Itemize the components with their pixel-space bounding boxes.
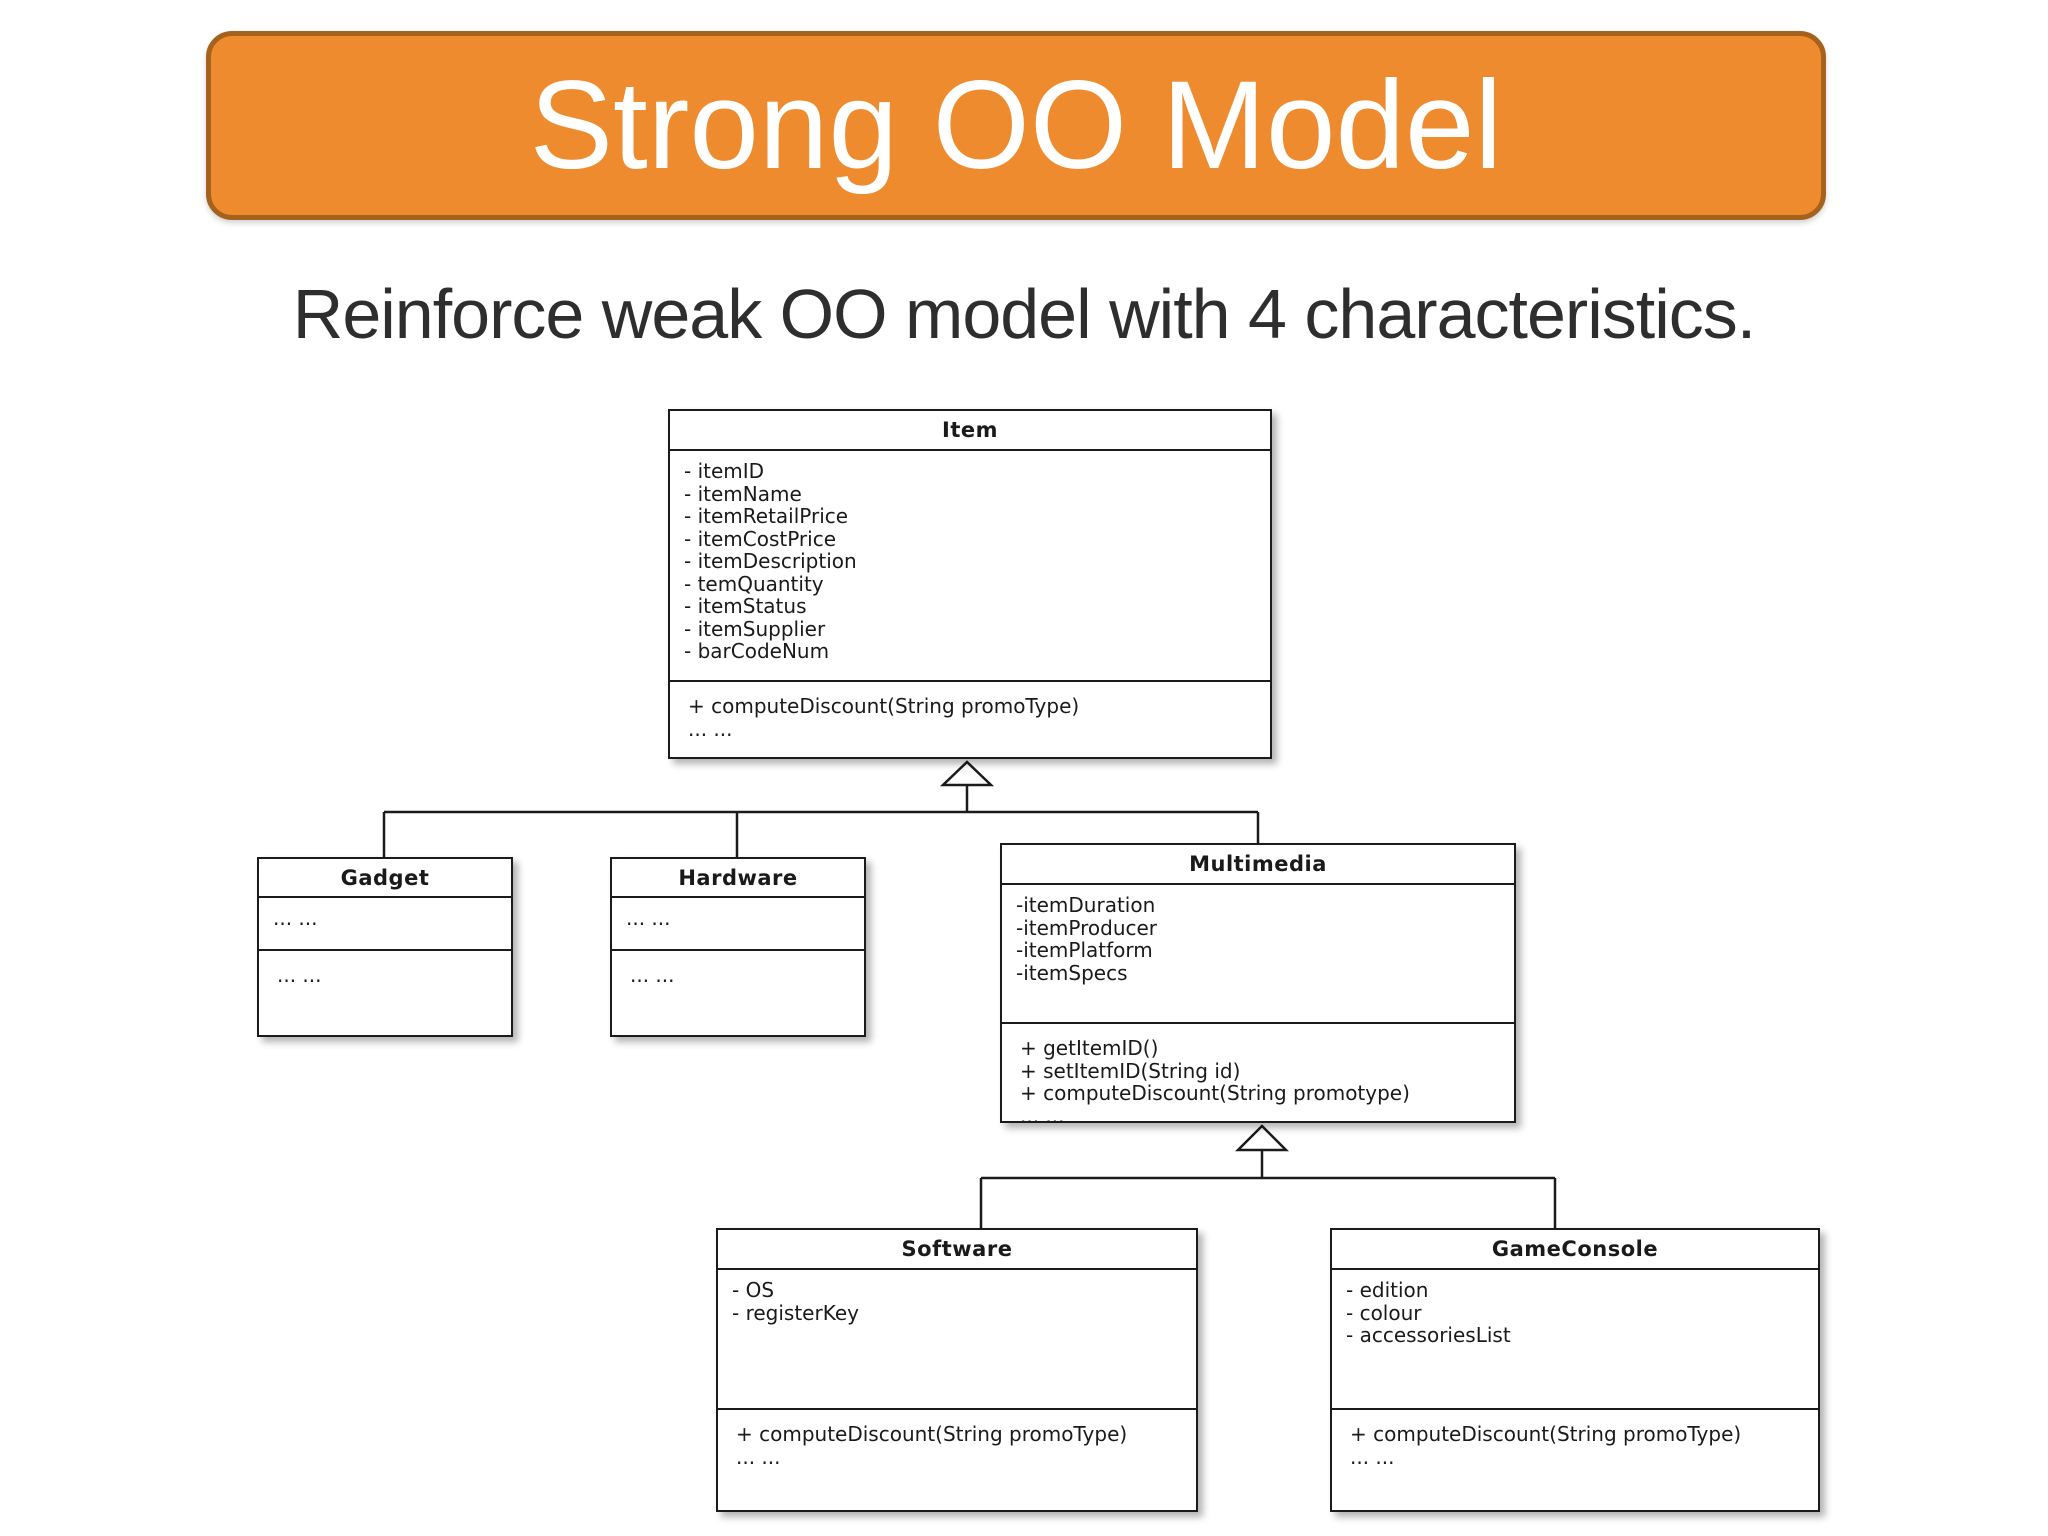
class-box-gameconsole: GameConsole - edition - colour - accesso… <box>1330 1228 1820 1512</box>
inheritance-connector-multimedia <box>979 1124 1557 1229</box>
class-title: Gadget <box>340 865 430 890</box>
class-box-software: Software - OS - registerKey + computeDis… <box>716 1228 1198 1512</box>
class-title: Software <box>901 1237 1013 1261</box>
class-methods: ... ... <box>612 949 864 1035</box>
class-methods: + computeDiscount(String promoType) ... … <box>670 680 1270 757</box>
class-attributes: - edition - colour - accessoriesList <box>1332 1268 1818 1408</box>
title-banner: Strong OO Model <box>206 31 1826 220</box>
class-attributes: - itemID - itemName - itemRetailPrice - … <box>670 449 1270 680</box>
class-attributes: -itemDuration -itemProducer -itemPlatfor… <box>1002 883 1514 1022</box>
inheritance-triangle-icon <box>939 760 995 787</box>
class-box-multimedia: Multimedia -itemDuration -itemProducer -… <box>1000 843 1516 1123</box>
class-attributes: - OS - registerKey <box>718 1268 1196 1408</box>
class-attributes: ... ... <box>259 896 511 949</box>
class-title: Multimedia <box>1189 852 1327 876</box>
class-methods: + computeDiscount(String promoType) ... … <box>1332 1408 1818 1510</box>
class-box-hardware: Hardware ... ... ... ... <box>610 857 866 1037</box>
class-methods: ... ... <box>259 949 511 1035</box>
subtitle: Reinforce weak OO model with 4 character… <box>292 275 1756 353</box>
class-methods: + computeDiscount(String promoType) ... … <box>718 1408 1196 1510</box>
class-methods: + getItemID() + setItemID(String id) + c… <box>1002 1022 1514 1121</box>
page-title: Strong OO Model <box>529 56 1503 195</box>
class-title: GameConsole <box>1491 1237 1659 1261</box>
class-box-item: Item - itemID - itemName - itemRetailPri… <box>668 409 1272 759</box>
class-box-gadget: Gadget ... ... ... ... <box>257 857 513 1037</box>
class-title: Item <box>942 418 998 442</box>
class-attributes: ... ... <box>612 896 864 949</box>
inheritance-triangle-icon <box>1234 1124 1290 1152</box>
class-title: Hardware <box>678 865 798 890</box>
